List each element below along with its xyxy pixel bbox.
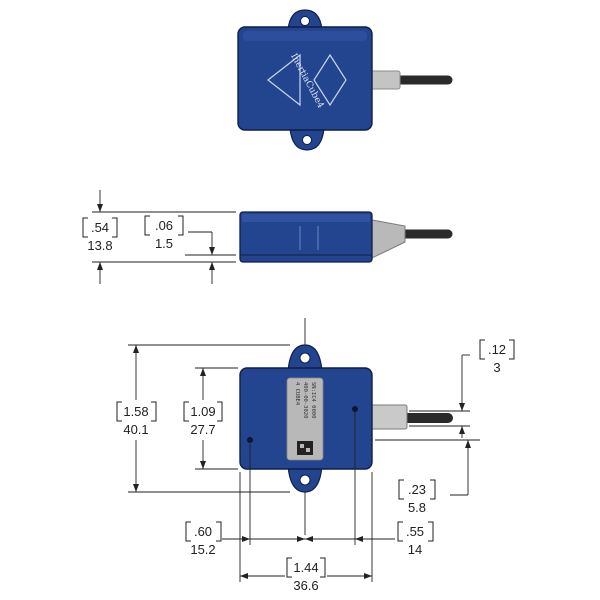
mount-hole-bottom (302, 135, 312, 145)
svg-text:.06: .06 (155, 218, 173, 233)
svg-text:SN:IC4 0000: SN:IC4 0000 (310, 382, 316, 418)
mount-hole-front-top (299, 352, 311, 364)
logo-diamond-left (267, 53, 301, 107)
front-dimensions (128, 318, 480, 582)
screw-right (352, 406, 358, 412)
dimension-label-base-thickness: .06 1.5 (144, 215, 184, 251)
product-label (286, 377, 324, 461)
svg-text:1.09: 1.09 (190, 404, 215, 419)
svg-text:1.5: 1.5 (155, 236, 173, 251)
sensor-body-side (239, 211, 373, 263)
svg-text:.60: .60 (194, 524, 212, 539)
dimension-label-height: .54 13.8 (82, 217, 118, 253)
dimension-label-body-height: 1.09 27.7 (183, 401, 223, 437)
svg-text:36.6: 36.6 (293, 578, 318, 593)
svg-text:400-00-3020: 400-00-3020 (302, 382, 308, 418)
dimension-label-cable-diameter: .12 3 (479, 339, 515, 375)
top-view: InertiaCube4 (237, 9, 453, 151)
connector-front (370, 404, 408, 430)
svg-text:.55: .55 (406, 524, 424, 539)
dimension-label-body-width: 1.44 36.6 (286, 557, 326, 593)
cable-strain-relief (371, 219, 406, 259)
side-view (239, 211, 453, 263)
mount-hole-front-bottom (299, 474, 311, 486)
svg-text:1.44: 1.44 (293, 560, 318, 575)
mount-hole-top (300, 16, 310, 26)
dimension-label-tab-overall-height: 1.58 40.1 (116, 401, 157, 437)
svg-text:3: 3 (493, 360, 500, 375)
svg-text:13.8: 13.8 (87, 238, 112, 253)
dimension-label-cable-offset: .23 5.8 (398, 479, 436, 515)
svg-text:.54: .54 (91, 220, 109, 235)
logo-diamond-right (313, 53, 347, 107)
svg-text:15.2: 15.2 (190, 542, 215, 557)
svg-text:.23: .23 (408, 482, 426, 497)
front-view: 4 CUBE4 400-00-3020 SN:IC4 0000 (239, 344, 453, 493)
svg-text:.12: .12 (488, 342, 506, 357)
side-dimensions (92, 190, 236, 284)
svg-text:27.7: 27.7 (190, 422, 215, 437)
qr-code (297, 441, 313, 455)
connector-top (367, 70, 401, 90)
svg-text:5.8: 5.8 (408, 500, 426, 515)
svg-text:40.1: 40.1 (123, 422, 148, 437)
dimension-label-hole-left-offset: .60 15.2 (185, 521, 222, 557)
svg-text:14: 14 (408, 542, 422, 557)
svg-text:1.58: 1.58 (123, 404, 148, 419)
sensor-body-top (237, 26, 373, 131)
screw-left (247, 437, 253, 443)
svg-text:4 CUBE4: 4 CUBE4 (294, 382, 300, 406)
dimension-label-hole-right-offset: .55 14 (397, 521, 434, 557)
